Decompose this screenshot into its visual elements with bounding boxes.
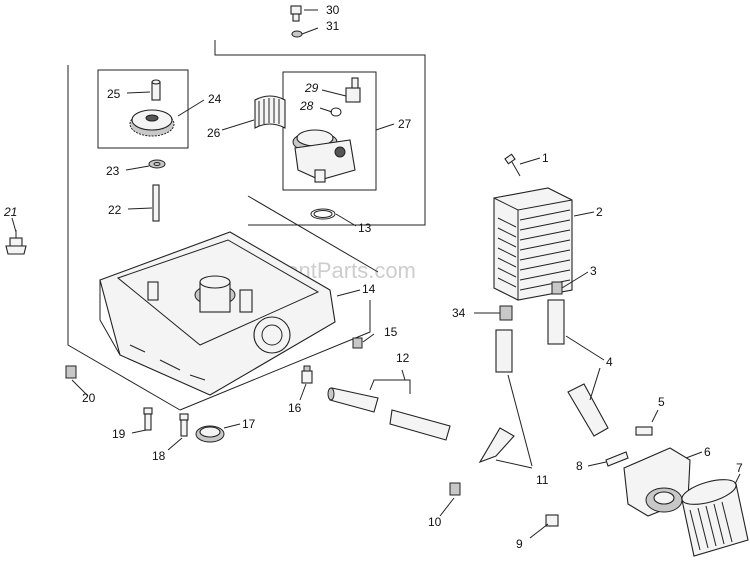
part-12-tubes	[327, 387, 451, 441]
callout-34: 34	[452, 306, 466, 320]
part-10-fitting	[449, 482, 461, 496]
part-6-filter-adapter	[623, 447, 691, 517]
callout-31: 31	[326, 19, 340, 33]
callout-labels: 30 31 25 24 26 29 28 27 23 22 21 13 14 1…	[3, 3, 743, 551]
part-17-seal	[195, 425, 225, 443]
part-11-hose	[478, 329, 515, 464]
part-14-housing	[99, 231, 336, 396]
part-21-switch	[5, 230, 27, 255]
callout-19: 19	[112, 427, 126, 441]
part-16-fitting	[301, 365, 313, 384]
callout-9: 9	[516, 537, 523, 551]
callout-13: 13	[358, 221, 372, 235]
part-20-plug	[65, 365, 77, 379]
callout-25: 25	[107, 87, 121, 101]
part-15-plug	[352, 337, 363, 349]
callout-12: 12	[396, 351, 410, 365]
callout-7: 7	[736, 461, 743, 475]
callout-29: 29	[304, 81, 319, 95]
group-boundaries	[67, 40, 426, 411]
part-13-oring	[310, 208, 336, 220]
part-19-bolt	[143, 407, 153, 431]
part-3-fitting	[551, 281, 563, 295]
part-31-washer	[291, 30, 303, 38]
part-28-oring	[330, 107, 342, 117]
callout-4: 4	[606, 355, 613, 369]
part-4-hose	[547, 299, 609, 437]
part-25-pin	[151, 79, 161, 101]
part-26-screen	[254, 95, 286, 129]
callout-18: 18	[152, 449, 166, 463]
callout-17: 17	[242, 417, 256, 431]
callout-23: 23	[106, 164, 120, 178]
part-5-fitting	[635, 426, 653, 436]
callout-27: 27	[398, 117, 412, 131]
callout-8: 8	[576, 459, 583, 473]
part-2-oil-cooler	[493, 187, 573, 301]
callout-15: 15	[384, 325, 398, 339]
callout-10: 10	[428, 515, 442, 529]
part-8-fitting	[605, 451, 629, 467]
callout-20: 20	[82, 391, 96, 405]
part-34-fitting	[499, 305, 513, 321]
callout-11: 11	[536, 473, 549, 487]
callout-24: 24	[208, 92, 222, 106]
part-22-shaft	[152, 184, 160, 222]
callout-6: 6	[704, 445, 711, 459]
callout-2: 2	[596, 205, 603, 219]
callout-14: 14	[362, 282, 376, 296]
part-18-bolt	[179, 413, 189, 437]
callout-5: 5	[658, 395, 665, 409]
callout-21: 21	[3, 205, 17, 219]
callout-3: 3	[590, 264, 597, 278]
callout-26: 26	[207, 126, 221, 140]
part-7-oil-filter	[681, 479, 749, 557]
callout-1: 1	[542, 151, 549, 165]
part-23-washer	[148, 159, 166, 169]
callout-30: 30	[326, 3, 340, 17]
part-9-tag	[545, 514, 559, 527]
part-24-gear	[129, 109, 175, 137]
callout-16: 16	[288, 401, 302, 415]
part-27-pump	[292, 129, 356, 183]
leader-lines	[11, 9, 741, 539]
callout-22: 22	[108, 203, 122, 217]
part-30-bolt	[290, 5, 302, 22]
part-1-bolt	[504, 153, 521, 177]
callout-28: 28	[299, 99, 314, 113]
part-29-plug	[345, 77, 361, 103]
